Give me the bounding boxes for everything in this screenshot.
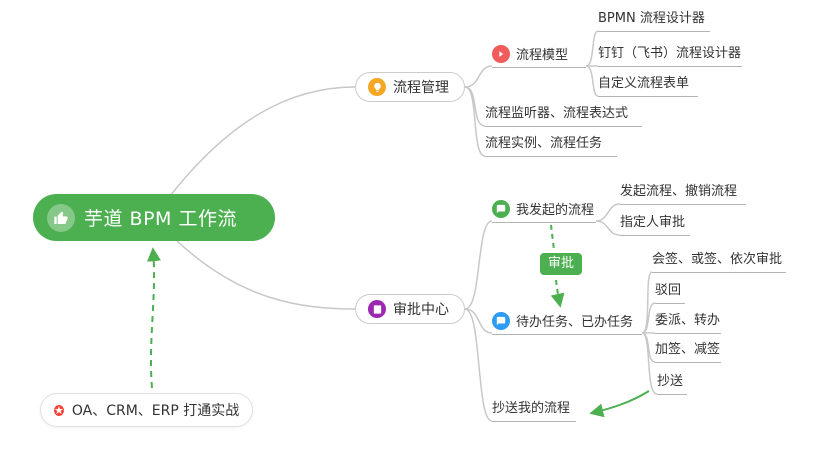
chat-icon xyxy=(492,311,510,330)
note-node[interactable]: ★ OA、CRM、ERP 打通实战 xyxy=(40,393,254,427)
leaf-delegate-transfer[interactable]: 委派、转办 xyxy=(655,313,721,334)
connector-line xyxy=(585,65,599,97)
leaf-label: 发起流程、撤销流程 xyxy=(620,184,738,199)
leaf-custom-form[interactable]: 自定义流程表单 xyxy=(598,76,698,97)
connector-line xyxy=(595,203,621,222)
cc-arrow xyxy=(589,390,650,418)
branch-label: 审批中心 xyxy=(393,302,449,318)
connector-line xyxy=(464,308,493,422)
leaf-label: 流程实例、流程任务 xyxy=(485,136,603,151)
connector-line xyxy=(464,220,493,310)
leaf-label: 抄送 xyxy=(657,374,684,389)
approval-badge: 审批 xyxy=(540,253,583,275)
leaf-listener-expression[interactable]: 流程监听器、流程表达式 xyxy=(485,106,642,127)
chat-icon xyxy=(492,199,510,218)
leaf-assignee-approval[interactable]: 指定人审批 xyxy=(620,215,690,236)
leaf-instance-task[interactable]: 流程实例、流程任务 xyxy=(485,136,617,157)
node-process-model[interactable]: 流程模型 xyxy=(492,44,586,68)
connector-line xyxy=(175,239,356,310)
leaf-label: 自定义流程表单 xyxy=(598,76,690,91)
leaf-label: 驳回 xyxy=(655,283,682,298)
leaf-add-remove-sign[interactable]: 加签、减签 xyxy=(655,342,721,363)
leaf-label: BPMN 流程设计器 xyxy=(598,11,705,26)
leaf-countersign[interactable]: 会签、或签、依次审批 xyxy=(652,252,786,273)
leaf-label: 加签、减签 xyxy=(655,342,721,357)
leaf-cc-my-processes[interactable]: 抄送我的流程 xyxy=(492,401,576,422)
leaf-label: 钉钉（飞书）流程设计器 xyxy=(598,46,742,61)
leaf-label: 会签、或签、依次审批 xyxy=(652,252,783,267)
node-todo-done-tasks[interactable]: 待办任务、已办任务 xyxy=(492,311,642,335)
leaf-label: 流程监听器、流程表达式 xyxy=(485,106,629,121)
clipboard-icon xyxy=(368,300,386,318)
node-label: 待办任务、已办任务 xyxy=(516,315,634,330)
connector-line xyxy=(641,332,658,395)
node-label: 我发起的流程 xyxy=(516,203,595,218)
approval-arrow-upper xyxy=(550,224,555,251)
leaf-start-cancel-process[interactable]: 发起流程、撤销流程 xyxy=(620,184,746,205)
branch-node-process-management[interactable]: 流程管理 xyxy=(355,72,465,102)
connector-line xyxy=(169,86,356,197)
leaf-label: 委派、转办 xyxy=(655,313,721,328)
root-label: 芋道 BPM 工作流 xyxy=(84,208,237,230)
thumbs-up-icon xyxy=(47,203,75,232)
connector-group xyxy=(169,30,658,422)
node-label: 流程模型 xyxy=(516,48,569,63)
note-label: OA、CRM、ERP 打通实战 xyxy=(71,403,240,419)
leaf-dingtalk-designer[interactable]: 钉钉（飞书）流程设计器 xyxy=(598,46,742,67)
note-arrow xyxy=(147,247,161,389)
leaf-label: 指定人审批 xyxy=(620,215,686,230)
branch-node-approval-center[interactable]: 审批中心 xyxy=(355,294,465,324)
connector-line xyxy=(464,308,493,334)
root-node[interactable]: 芋道 BPM 工作流 xyxy=(33,194,275,241)
connector-line xyxy=(585,30,599,67)
node-my-started-processes[interactable]: 我发起的流程 xyxy=(492,199,596,223)
leaf-reject[interactable]: 驳回 xyxy=(655,283,685,304)
leaf-cc[interactable]: 抄送 xyxy=(657,374,687,395)
connector-line xyxy=(641,302,656,334)
leaf-label: 抄送我的流程 xyxy=(492,401,571,416)
star-icon: ★ xyxy=(54,403,64,417)
flow-icon xyxy=(492,44,510,63)
leaf-bpmn-designer[interactable]: BPMN 流程设计器 xyxy=(598,11,710,32)
lightbulb-icon xyxy=(368,78,386,96)
connector-line xyxy=(464,86,486,157)
approval-arrow xyxy=(550,279,565,308)
connector-line xyxy=(595,220,621,236)
branch-label: 流程管理 xyxy=(393,80,449,96)
connector-line xyxy=(464,65,493,88)
